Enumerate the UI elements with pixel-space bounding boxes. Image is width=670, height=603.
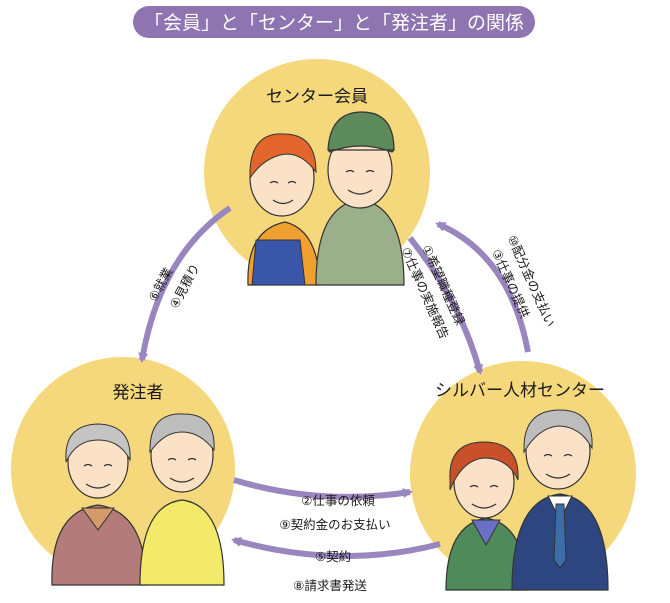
labels-member-to-center: ①希望職種登録 ⑦仕事の実施報告 (398, 242, 468, 341)
title-banner: 「会員」と「センター」と「発注者」の関係 (133, 6, 535, 38)
member-node-label: センター会員 (266, 87, 368, 107)
client-people-illustration (51, 413, 225, 586)
label-center-client-2: ⑧請求書発送 (293, 578, 367, 593)
arrow-client-to-center (233, 477, 413, 500)
member-people-illustration (247, 111, 405, 286)
client-node-label: 発注者 (113, 383, 164, 403)
label-client-center-2: ⑨契約金のお支払い (279, 517, 390, 532)
center-people-illustration (445, 409, 609, 591)
arrow-center-to-client (231, 537, 441, 560)
arrow-center-to-member (435, 221, 531, 353)
diagram-title: 「会員」と「センター」と「発注者」の関係 (144, 12, 524, 34)
arrow-member-to-client (138, 205, 232, 363)
arrow-member-to-center (407, 236, 483, 375)
label-center-client-1: ⑤契約 (315, 549, 351, 564)
label-client-center-1: ②仕事の依頼 (301, 493, 375, 508)
center-node-label: シルバー人材センター (435, 381, 605, 401)
